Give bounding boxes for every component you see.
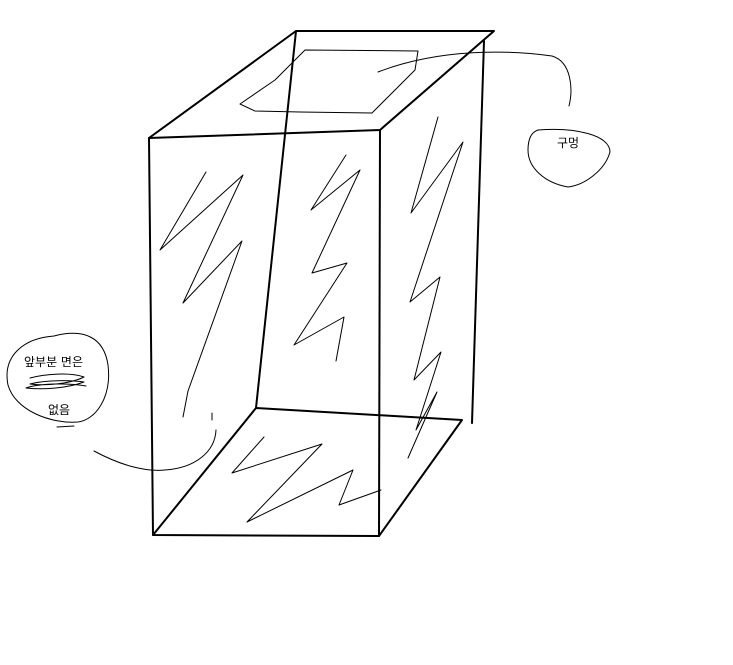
glass-scribbles [159,49,464,523]
scribbled-out-word [25,373,87,390]
front-note-line2: 없음 [48,403,70,417]
front-right-edge [378,129,381,537]
hole-outline [239,49,419,114]
bottom-face-outline [152,407,463,537]
right-face-scribble [407,116,464,459]
box-outline [148,30,495,537]
front-note-tick [56,425,75,428]
front-note-line1: 앞부분 면은 [24,355,83,369]
front-note-bubble [6,332,110,423]
front-left-edge [148,137,154,536]
back-right-edge [471,40,485,424]
hole-label: 구멍 [557,136,579,150]
front-note-leader-line [93,429,217,471]
hole-leader-line [377,51,572,107]
bottom-face-scribble [231,436,382,523]
center-face-scribble [293,154,361,362]
front-note-callout [6,332,217,471]
left-face-scribble [159,171,244,418]
back-left-edge [255,30,297,409]
hole-callout [377,51,611,188]
hole-bubble [527,128,611,188]
top-face-outline [148,30,495,139]
